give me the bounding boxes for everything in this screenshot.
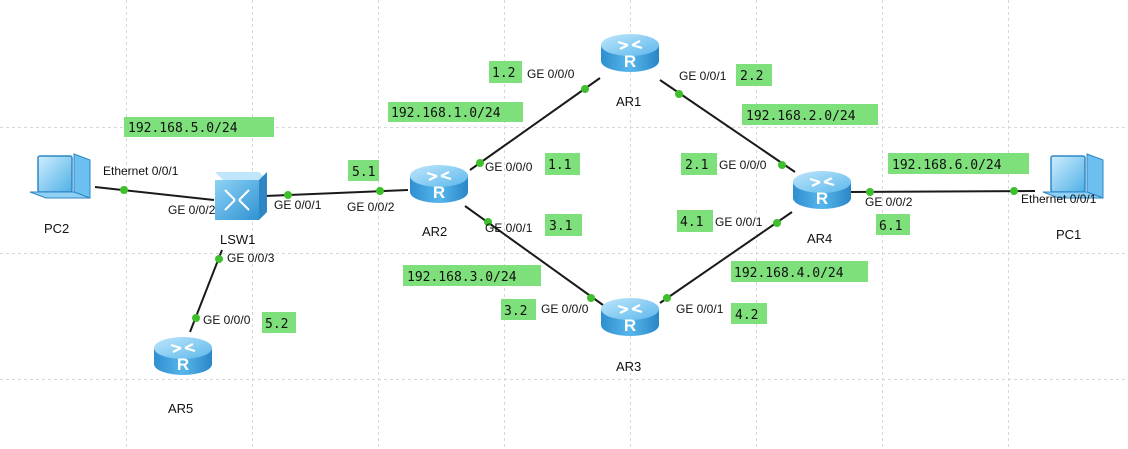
port-label-ar1-ge001: GE 0/0/1: [679, 69, 727, 83]
ip-label-3-1: 3.1: [549, 219, 572, 234]
port-dots: [120, 85, 1018, 322]
port-dot: [484, 218, 492, 226]
port-dot: [778, 161, 786, 169]
link-ar4-pc1[interactable]: [849, 190, 1036, 193]
ip-label-6-1: 6.1: [879, 219, 902, 234]
link-ar2-ar1[interactable]: [469, 77, 601, 171]
ip-label-5-1: 5.1: [352, 165, 375, 180]
link-pc2-lsw1[interactable]: [94, 186, 215, 201]
pc1-device[interactable]: [1042, 153, 1104, 199]
port-label-lsw1-ge003: GE 0/0/3: [227, 251, 275, 265]
port-label-pc1-eth001: Ethernet 0/0/1: [1021, 192, 1097, 206]
port-dot: [675, 90, 683, 98]
pc1-label: PC1: [1056, 227, 1081, 242]
ar4-label: AR4: [807, 231, 832, 246]
ip-label-2-1: 2.1: [685, 158, 708, 173]
port-dot: [587, 294, 595, 302]
ar1-device[interactable]: [600, 32, 660, 74]
ar3-label: AR3: [616, 359, 641, 374]
link-ar3-ar4[interactable]: [659, 211, 793, 304]
pc-icon: [1050, 155, 1086, 193]
ip-label-1-2: 1.2: [492, 66, 515, 81]
port-label-ar4-ge000: GE 0/0/0: [719, 158, 767, 172]
port-label-ar3-ge000: GE 0/0/0: [541, 302, 589, 316]
port-dot: [663, 294, 671, 302]
ip-label-5-2: 5.2: [265, 317, 288, 332]
port-labels: Ethernet 0/0/1 GE 0/0/2 GE 0/0/1 GE 0/0/…: [103, 67, 1097, 327]
port-label-ar4-ge002: GE 0/0/2: [865, 195, 913, 209]
port-dot: [581, 85, 589, 93]
ar5-device[interactable]: [153, 335, 213, 377]
port-label-lsw1-ge001: GE 0/0/1: [274, 198, 322, 212]
net-label-192-168-1-0: 192.168.1.0/24: [391, 106, 501, 121]
port-label-ar2-ge002: GE 0/0/2: [347, 200, 395, 214]
pc2-device[interactable]: [29, 153, 91, 199]
lsw1-device[interactable]: [215, 172, 267, 220]
ip-label-4-2: 4.2: [735, 308, 758, 323]
ar2-device[interactable]: [409, 163, 469, 205]
net-label-192-168-4-0: 192.168.4.0/24: [734, 266, 844, 281]
pc-icon: [37, 155, 73, 193]
port-dot: [773, 219, 781, 227]
port-label-ar4-ge001: GE 0/0/1: [715, 215, 763, 229]
port-label-ar2-ge001: GE 0/0/1: [485, 221, 533, 235]
ip-label-3-2: 3.2: [504, 304, 527, 319]
port-label-pc2-eth001: Ethernet 0/0/1: [103, 164, 179, 178]
ar3-device[interactable]: [600, 296, 660, 338]
port-dot: [476, 159, 484, 167]
net-label-192-168-2-0: 192.168.2.0/24: [746, 109, 856, 124]
port-label-ar3-ge001: GE 0/0/1: [676, 302, 724, 316]
port-label-lsw1-ge002: GE 0/0/2: [168, 203, 216, 217]
ip-label-4-1: 4.1: [680, 215, 703, 230]
port-dot: [866, 188, 874, 196]
ar4-device[interactable]: [792, 169, 852, 211]
ip-label-1-1: 1.1: [548, 158, 571, 173]
ar5-label: AR5: [168, 401, 193, 416]
pc2-label: PC2: [44, 221, 69, 236]
port-dot: [1010, 187, 1018, 195]
port-label-ar1-ge000: GE 0/0/0: [527, 67, 575, 81]
port-dot: [120, 186, 128, 194]
ip-label-2-2: 2.2: [740, 69, 763, 84]
switch-arrows-icon: [224, 189, 250, 211]
port-dot: [192, 314, 200, 322]
port-dot: [284, 191, 292, 199]
ar2-label: AR2: [422, 224, 447, 239]
port-dot: [215, 255, 223, 263]
port-label-ar5-ge000: GE 0/0/0: [203, 313, 251, 327]
ar1-label: AR1: [616, 94, 641, 109]
port-dot: [376, 187, 384, 195]
net-labels: 192.168.5.0/24 192.168.1.0/24 192.168.2.…: [124, 61, 1029, 333]
net-label-192-168-3-0: 192.168.3.0/24: [407, 270, 517, 285]
lsw1-label: LSW1: [220, 232, 255, 247]
net-label-192-168-5-0: 192.168.5.0/24: [128, 121, 238, 136]
port-label-ar2-ge000: GE 0/0/0: [485, 160, 533, 174]
net-label-192-168-6-0: 192.168.6.0/24: [892, 158, 1002, 173]
